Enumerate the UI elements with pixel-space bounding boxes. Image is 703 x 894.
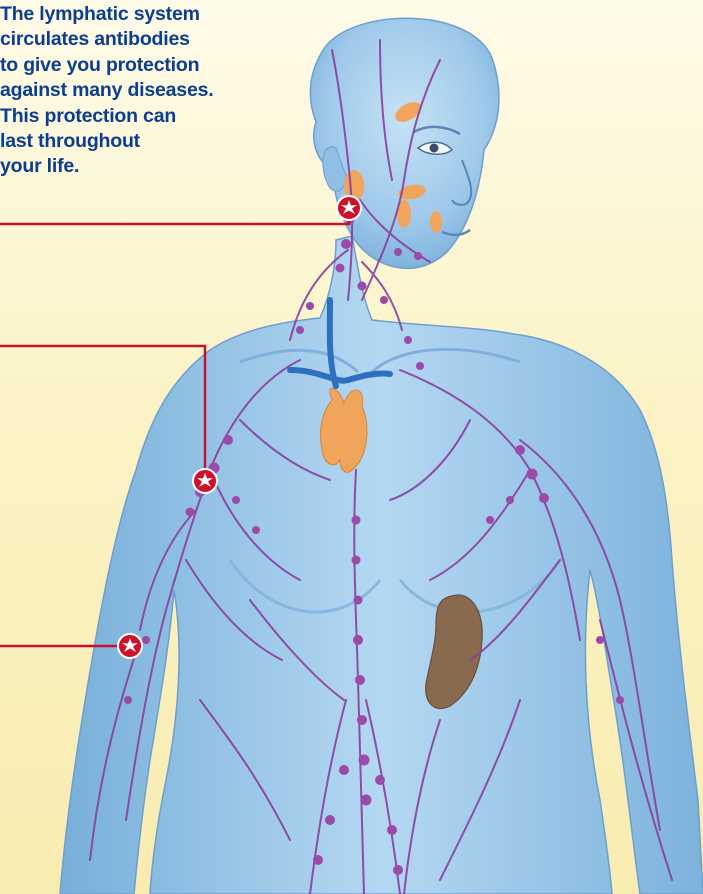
- burst-marker-icon: [193, 469, 217, 493]
- caption-text: The lymphatic system circulates antibodi…: [0, 2, 300, 180]
- gland-chin: [430, 211, 442, 233]
- eye-pupil: [430, 144, 439, 153]
- callout-line-neck: [0, 208, 349, 224]
- head-shape: [310, 18, 499, 268]
- burst-marker-icon: [337, 196, 361, 220]
- burst-marker-icon: [118, 634, 142, 658]
- torso-and-arms-shape: [60, 236, 703, 894]
